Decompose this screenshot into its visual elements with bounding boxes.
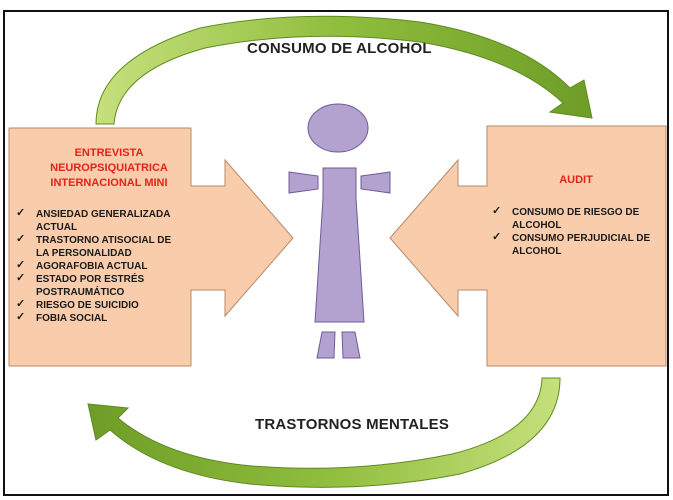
- figure-right-leg: [341, 331, 361, 359]
- figure-left-leg: [316, 331, 336, 359]
- right-arrow-box: [389, 125, 667, 367]
- list-item-line: ALCOHOL: [512, 220, 562, 231]
- mini-title-line: ENTREVISTA: [74, 147, 144, 159]
- list-item-line: RIESGO DE SUICIDIO: [36, 300, 139, 311]
- figure-head: [307, 103, 369, 153]
- list-item-line: ANSIEDAD GENERALIZADA: [36, 209, 171, 220]
- cycle-label-mental-disorders: TRASTORNOS MENTALES: [255, 416, 450, 433]
- check-icon: ✓: [492, 231, 502, 243]
- check-icon: ✓: [16, 298, 26, 310]
- check-icon: ✓: [16, 311, 26, 323]
- list-item: ✓ RIESGO DE SUICIDIO: [14, 298, 214, 312]
- list-item: ✓ AGORAFOBIA ACTUAL: [14, 259, 214, 273]
- top-cycle-arrow: [95, 15, 593, 125]
- list-item-line: CONSUMO DE RIESGO DE: [512, 207, 640, 218]
- person-figure-icon: [288, 103, 391, 359]
- mini-title-line: NEUROPSIQUIATRICA: [50, 162, 168, 174]
- list-item: ✓ TRASTORNO ATISOCIAL DE LA PERSONALIDAD: [14, 233, 214, 260]
- list-item-line: LA PERSONALIDAD: [36, 248, 132, 259]
- list-item-line: FOBIA SOCIAL: [36, 313, 108, 324]
- mini-disorder-list: ✓ ANSIEDAD GENERALIZADA ACTUAL ✓ TRASTOR…: [14, 207, 214, 325]
- figure-right-arm: [360, 171, 391, 194]
- audit-title: AUDIT: [559, 174, 593, 186]
- list-item: ✓ FOBIA SOCIAL: [14, 311, 214, 325]
- list-item-line: POSTRAUMÁTICO: [36, 287, 125, 298]
- figure-left-arm: [288, 171, 319, 194]
- list-item: ✓ CONSUMO PERJUDICIAL DE ALCOHOL: [490, 231, 668, 258]
- check-icon: ✓: [16, 233, 26, 245]
- cycle-label-alcohol: CONSUMO DE ALCOHOL: [247, 40, 432, 57]
- diagram-frame: [3, 10, 669, 496]
- check-icon: ✓: [16, 259, 26, 271]
- list-item-line: TRASTORNO ATISOCIAL DE: [36, 235, 172, 246]
- list-item-line: ALCOHOL: [512, 246, 562, 257]
- list-item-line: ACTUAL: [36, 222, 78, 233]
- list-item-line: ESTADO POR ESTRÉS: [36, 274, 145, 285]
- audit-consumption-list: ✓ CONSUMO DE RIESGO DE ALCOHOL ✓ CONSUMO…: [490, 205, 668, 258]
- mini-title-line: INTERNACIONAL MINI: [50, 177, 168, 189]
- figure-body: [314, 167, 365, 323]
- list-item: ✓ CONSUMO DE RIESGO DE ALCOHOL: [490, 205, 668, 232]
- list-item: ✓ ESTADO POR ESTRÉS POSTRAUMÁTICO: [14, 272, 214, 299]
- bottom-cycle-arrow: [87, 377, 561, 488]
- check-icon: ✓: [492, 205, 502, 217]
- list-item: ✓ ANSIEDAD GENERALIZADA ACTUAL: [14, 207, 214, 234]
- check-icon: ✓: [16, 207, 26, 219]
- list-item-line: CONSUMO PERJUDICIAL DE: [512, 233, 651, 244]
- list-item-line: AGORAFOBIA ACTUAL: [36, 261, 148, 272]
- left-arrow-box: [8, 127, 294, 367]
- mini-interview-title: ENTREVISTA NEUROPSIQUIATRICA INTERNACION…: [14, 146, 204, 191]
- check-icon: ✓: [16, 272, 26, 284]
